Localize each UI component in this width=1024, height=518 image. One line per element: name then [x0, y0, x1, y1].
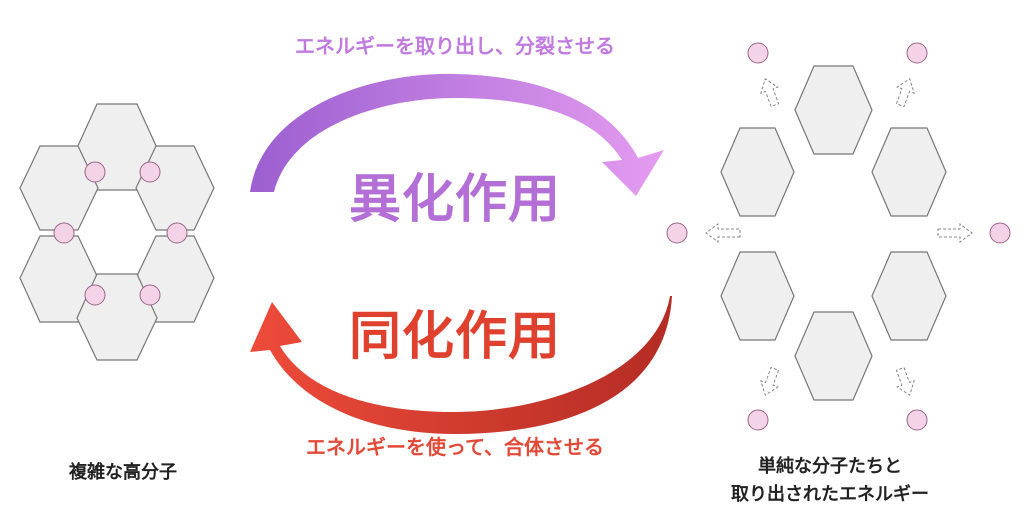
anabolism-arrow [250, 296, 672, 434]
released-circle [906, 42, 928, 64]
release-arrows [705, 78, 973, 396]
hexagon [794, 311, 873, 401]
hexagon [871, 251, 947, 341]
dashed-arrow-icon [895, 366, 915, 396]
bond-circle [84, 284, 106, 306]
bond-circle [139, 284, 161, 306]
released-circle [989, 222, 1011, 244]
complex-molecule-label: 複雑な高分子 [69, 462, 177, 483]
simple-molecules-label-line2: 取り出されたエネルギー [731, 484, 929, 505]
released-circle [747, 409, 769, 431]
dashed-arrow-icon [760, 78, 780, 108]
hexagon [19, 145, 99, 231]
bond-circle [53, 222, 75, 244]
simple-molecules-label-line1: 単純な分子たちと [758, 456, 902, 477]
hexagon [720, 251, 795, 341]
anabolism-title: 同化作用 [348, 307, 561, 367]
bond-circle [166, 222, 188, 244]
bond-circle [139, 161, 161, 183]
catabolism-caption: エネルギーを取り出し、分裂させる [295, 34, 615, 58]
dashed-arrow-icon [705, 223, 741, 243]
hexagon [720, 127, 795, 217]
catabolism-arrow [250, 73, 664, 196]
dashed-arrow-icon [760, 366, 780, 396]
simple-molecules [720, 65, 947, 401]
catabolism-title: 異化作用 [348, 170, 561, 230]
simple-molecules-label: 単純な分子たちと 取り出されたエネルギー [680, 453, 980, 509]
released-units [666, 42, 1011, 431]
anabolism-caption: エネルギーを使って、合体させる [306, 435, 604, 459]
released-circle [666, 222, 688, 244]
hexagon [19, 235, 99, 323]
dashed-arrow-icon [937, 223, 973, 243]
bond-circle [84, 161, 106, 183]
hexagon [794, 65, 873, 155]
bond-points [53, 161, 188, 306]
hexagon [871, 127, 947, 217]
released-circle [747, 42, 769, 64]
dashed-arrow-icon [895, 78, 915, 108]
released-circle [906, 409, 928, 431]
